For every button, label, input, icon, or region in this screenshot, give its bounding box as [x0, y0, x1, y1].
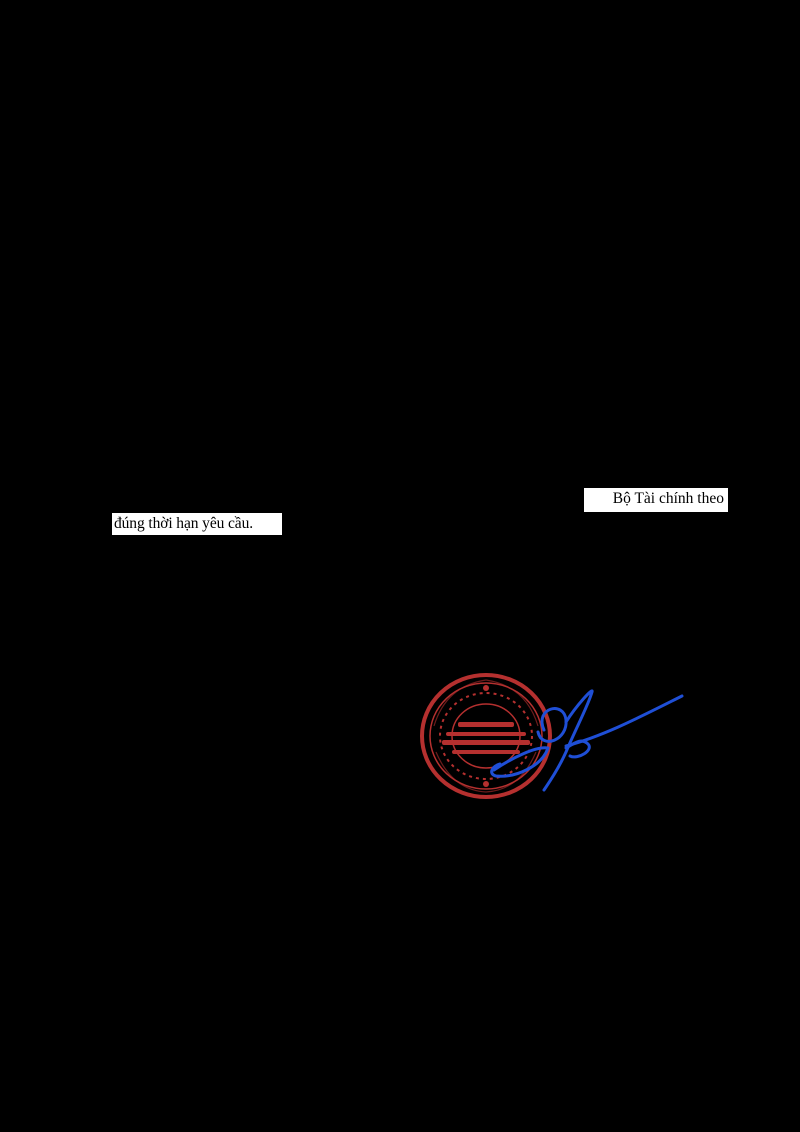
signature-icon	[490, 689, 684, 792]
official-seal-icon	[420, 673, 552, 799]
text-fragment-deadline: đúng thời hạn yêu cầu.	[112, 513, 282, 535]
text-fragment-ministry: Bộ Tài chính theo	[584, 488, 728, 512]
seal-and-signature	[416, 666, 696, 806]
